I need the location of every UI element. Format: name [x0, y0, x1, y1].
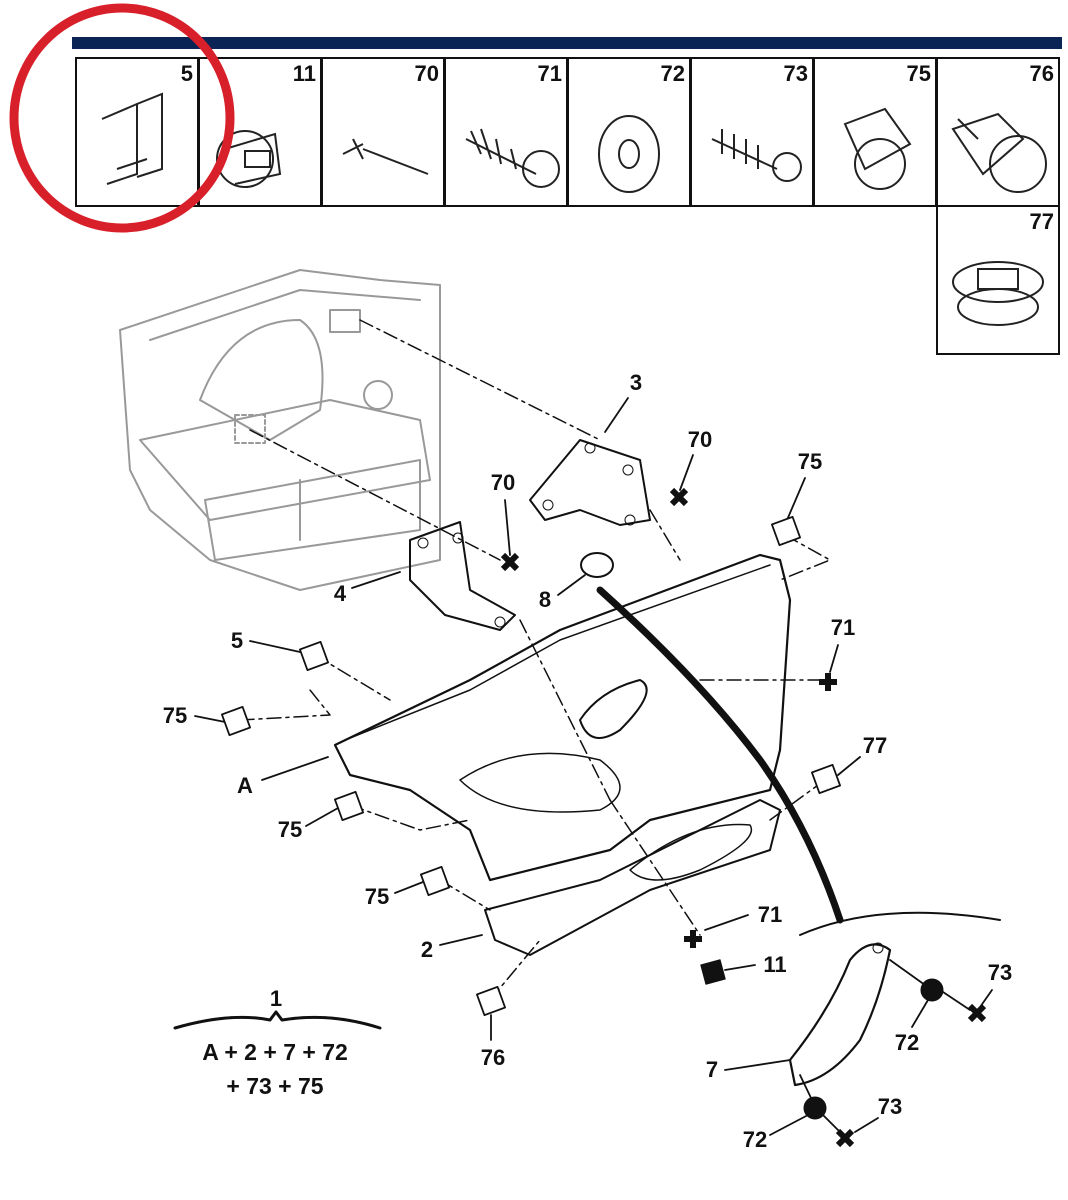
callout-label: 3 — [629, 370, 643, 395]
callout-label: 7 — [705, 1057, 719, 1082]
callout-label: 73 — [877, 1094, 903, 1119]
assembly-formula: A + 2 + 7 + 72 + 73 + 75 — [150, 1035, 400, 1103]
callout-label: 70 — [490, 470, 516, 495]
callout-label: 73 — [987, 960, 1013, 985]
part-icon — [711, 129, 802, 182]
part-icon — [101, 92, 163, 185]
callout-label: 5 — [230, 628, 244, 653]
part-cell: 72 — [567, 57, 691, 207]
callout-label: 8 — [538, 587, 552, 612]
callout-label: 72 — [894, 1030, 920, 1055]
highlight-circle — [9, 3, 235, 233]
part-cell: 71 — [444, 57, 568, 207]
callout-label: 2 — [420, 937, 434, 962]
assembly-number: 1 — [269, 986, 283, 1011]
callout-label: 11 — [763, 952, 787, 977]
part-number: 72 — [660, 61, 685, 86]
part-icon — [216, 130, 282, 188]
part-icon — [342, 138, 429, 175]
part-cell: 76 — [936, 57, 1060, 207]
callout-label: 72 — [742, 1127, 768, 1152]
callout-label: 75 — [797, 449, 823, 474]
part-icon — [465, 128, 560, 188]
callout-label: 71 — [757, 902, 783, 927]
assembly-line-1: A + 2 + 7 + 72 — [202, 1039, 348, 1065]
part-icon — [843, 107, 912, 190]
part-number: 75 — [906, 61, 931, 86]
part-number: 77 — [1029, 209, 1054, 234]
header-bar — [72, 37, 1062, 49]
part-cell: 11 — [198, 57, 322, 207]
assembly-line-2: + 73 + 75 — [226, 1073, 324, 1099]
part-cell: 70 — [321, 57, 445, 207]
callout-label: 76 — [480, 1045, 506, 1070]
door-frame-outline — [119, 269, 441, 591]
part-number: 73 — [783, 61, 808, 86]
callout-label: 4 — [333, 581, 347, 606]
part-number: 76 — [1029, 61, 1054, 86]
part-number: 11 — [292, 61, 316, 86]
callout-label: 77 — [862, 733, 888, 758]
part-number: 71 — [537, 61, 562, 86]
part-cell: 77 — [936, 205, 1060, 355]
part-number: 70 — [414, 61, 439, 86]
callout-label: A — [237, 773, 253, 798]
callout-label: 75 — [162, 703, 188, 728]
callout-label: 70 — [687, 427, 713, 452]
part-icon — [951, 112, 1047, 193]
part-number: 5 — [180, 61, 193, 86]
part-icon — [598, 115, 660, 193]
callout-label: 75 — [364, 884, 390, 909]
callout-label: 75 — [277, 817, 303, 842]
part-icon — [952, 261, 1044, 326]
part-cell: 73 — [690, 57, 814, 207]
callout-label: 71 — [830, 615, 856, 640]
